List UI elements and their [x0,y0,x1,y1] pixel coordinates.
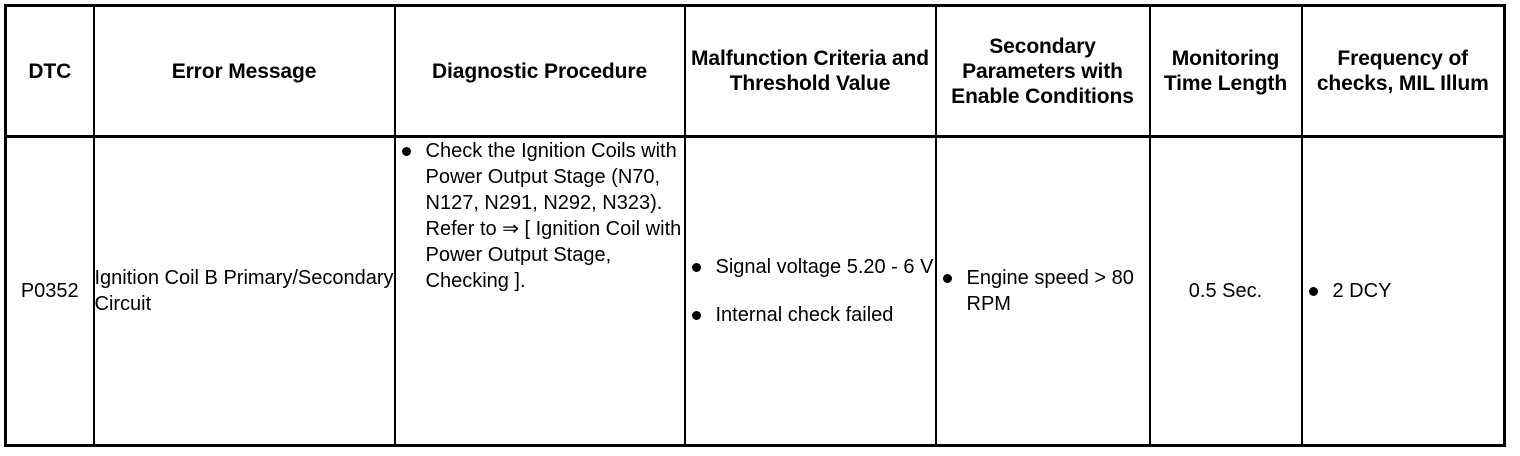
header-row: DTC Error Message Diagnostic Procedure M… [4,5,1506,138]
dtc-table-container: DTC Error Message Diagnostic Procedure M… [4,4,1506,447]
dtc-diagnostic-table: DTC Error Message Diagnostic Procedure M… [4,4,1506,447]
list-item: Engine speed > 80 RPM [937,265,1149,317]
column-header-secondary-parameters: Secondary Parameters with Enable Conditi… [934,5,1151,138]
diagnostic-procedure-list: Check the Ignition Coils with Power Outp… [396,138,684,294]
cell-secondary-parameters: Engine speed > 80 RPM [934,136,1151,446]
list-item: 2 DCY [1303,278,1504,304]
list-item: Check the Ignition Coils with Power Outp… [396,138,684,294]
cell-monitoring-time-length: 0.5 Sec. [1148,136,1303,446]
column-header-dtc: DTC [4,5,95,138]
column-header-error-message: Error Message [92,5,396,138]
table-header: DTC Error Message Diagnostic Procedure M… [4,5,1506,138]
monitoring-time-value: 0.5 Sec. [1188,280,1263,302]
column-header-frequency-of-checks: Frequency of checks, MIL Illum [1300,5,1506,138]
table-row: P0352 Ignition Coil B Primary/Secondary … [4,136,1506,446]
column-header-diagnostic-procedure: Diagnostic Procedure [393,5,686,138]
cell-dtc-code: P0352 [4,136,95,446]
table-body: P0352 Ignition Coil B Primary/Secondary … [4,136,1506,446]
secondary-parameters-list: Engine speed > 80 RPM [937,265,1149,317]
column-header-malfunction-criteria: Malfunction Criteria and Threshold Value [683,5,937,138]
cell-frequency-of-checks: 2 DCY [1300,136,1506,446]
cell-malfunction-criteria: Signal voltage 5.20 - 6 V Internal check… [683,136,937,446]
list-item: Internal check failed [686,302,935,328]
malfunction-criteria-list: Signal voltage 5.20 - 6 V Internal check… [686,254,935,328]
column-header-monitoring-time-length: Monitoring Time Length [1148,5,1303,138]
frequency-of-checks-list: 2 DCY [1303,278,1504,304]
cell-diagnostic-procedure: Check the Ignition Coils with Power Outp… [393,136,686,446]
dtc-code-value: P0352 [20,280,79,302]
cell-error-message: Ignition Coil B Primary/Secondary Circui… [92,136,396,446]
error-message-value: Ignition Coil B Primary/Secondary Circui… [94,267,394,315]
list-item: Signal voltage 5.20 - 6 V [686,254,935,280]
